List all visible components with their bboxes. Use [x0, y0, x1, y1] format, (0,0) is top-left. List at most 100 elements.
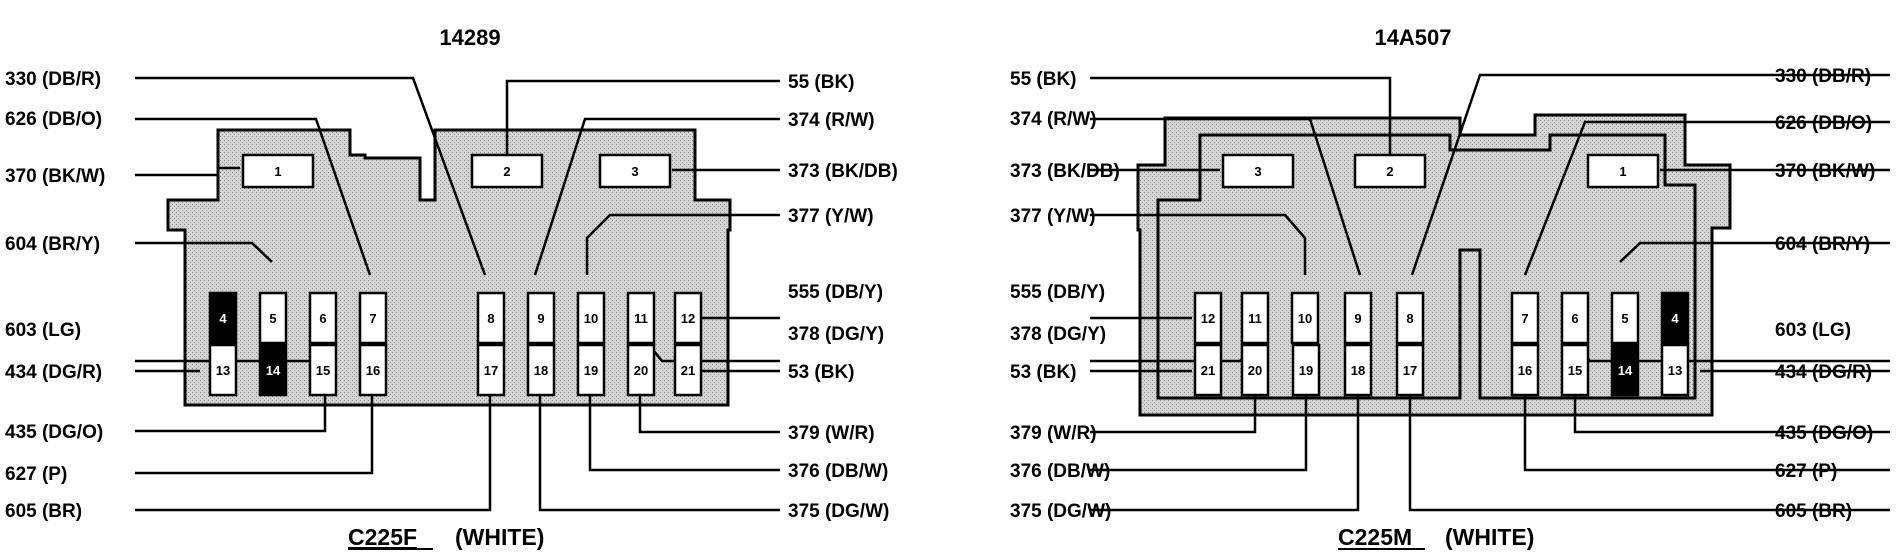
right-label-17: 605 (BR)	[1775, 501, 1852, 522]
svg-text:6: 6	[1571, 311, 1578, 326]
svg-text:1: 1	[1619, 164, 1626, 179]
right-pin-12	[1193, 291, 1223, 345]
left-pin-9	[526, 291, 556, 345]
right-pin-14	[1610, 343, 1640, 397]
svg-text:18: 18	[1351, 363, 1365, 378]
svg-text:9: 9	[537, 311, 544, 326]
right-pin-17	[1395, 343, 1425, 397]
right-pin-15	[1560, 343, 1590, 397]
left-label-5: 604 (BR/Y)	[5, 234, 100, 255]
right-label-3: 373 (BK/DB)	[1010, 161, 1120, 182]
right-pin-5	[1610, 291, 1640, 345]
svg-text:12: 12	[681, 311, 695, 326]
svg-text:21: 21	[1201, 363, 1215, 378]
right-connector: 14A507 3	[1010, 25, 1890, 550]
svg-text:5: 5	[269, 311, 276, 326]
right-label-9: 374 (R/W)	[1010, 109, 1097, 130]
left-pin-12	[673, 291, 703, 345]
right-label-2: 55 (BK)	[1010, 69, 1077, 90]
left-label-3: 373 (BK/DB)	[788, 161, 898, 182]
right-wire-19	[1090, 392, 1308, 472]
left-caption-color: (WHITE)	[455, 524, 544, 550]
svg-text:14: 14	[266, 363, 281, 378]
left-label-15: 435 (DG/O)	[5, 422, 103, 443]
left-pin-7	[358, 291, 388, 345]
svg-text:7: 7	[369, 311, 376, 326]
left-label-18: 375 (DG/W)	[788, 501, 889, 522]
svg-text:5: 5	[1621, 311, 1628, 326]
left-wire-1	[135, 166, 240, 177]
left-label-21: 53 (BK)	[788, 362, 855, 383]
right-wire-8	[1410, 73, 1890, 276]
svg-text:13: 13	[216, 363, 230, 378]
left-pin-13	[208, 343, 238, 397]
left-pin-8	[476, 291, 506, 345]
right-label-21: 53 (BK)	[1010, 362, 1077, 383]
svg-text:7: 7	[1521, 311, 1528, 326]
left-wire-17	[135, 390, 492, 512]
right-pin-9	[1343, 291, 1373, 345]
left-label-7: 626 (DB/O)	[5, 109, 102, 130]
left-caption: C225F (WHITE)	[348, 524, 544, 550]
right-label-16: 627 (P)	[1775, 461, 1837, 482]
left-pin-2	[470, 153, 544, 189]
svg-text:3: 3	[1254, 164, 1261, 179]
left-part-number: 14289	[439, 25, 500, 50]
right-pin-2	[1353, 153, 1427, 189]
right-pin-13	[1660, 343, 1690, 397]
right-label-12: 555 (DB/Y)	[1010, 282, 1105, 303]
left-wire-15	[135, 390, 327, 433]
left-label-1: 370 (BK/W)	[5, 166, 105, 187]
left-label-10: 377 (Y/W)	[788, 206, 874, 227]
svg-text:2: 2	[503, 164, 510, 179]
svg-text:18: 18	[534, 363, 548, 378]
right-wire-9	[1090, 117, 1362, 276]
right-pin-19	[1291, 343, 1321, 397]
svg-text:13: 13	[1668, 363, 1682, 378]
right-wire-5	[1619, 241, 1890, 263]
right-pin-6	[1560, 291, 1590, 345]
svg-text:4: 4	[1671, 311, 1679, 326]
left-wire-labels: 330 (DB/R) 626 (DB/O) 370 (BK/W) 604 (BR…	[5, 69, 898, 522]
svg-text:17: 17	[1403, 363, 1417, 378]
left-wire-19	[588, 390, 780, 472]
left-pin-19	[576, 343, 606, 397]
left-wire-16	[135, 390, 374, 475]
svg-text:17: 17	[484, 363, 498, 378]
svg-text:11: 11	[634, 311, 648, 326]
left-wire-5	[135, 241, 273, 263]
right-label-1: 370 (BK/W)	[1775, 161, 1875, 182]
left-wire-20	[638, 390, 780, 434]
right-wire-15	[1573, 392, 1890, 434]
svg-text:4: 4	[219, 311, 227, 326]
right-pin-4	[1660, 291, 1690, 345]
svg-text:15: 15	[316, 363, 330, 378]
left-pin-11	[626, 291, 656, 345]
left-label-16: 627 (P)	[5, 464, 67, 485]
right-pin-21	[1193, 343, 1223, 397]
right-caption-color: (WHITE)	[1445, 524, 1534, 550]
right-label-8: 330 (DB/R)	[1775, 66, 1871, 87]
right-part-number: 14A507	[1374, 25, 1451, 50]
right-wire-17	[1408, 392, 1890, 512]
right-wire-16	[1523, 392, 1890, 472]
left-label-20: 379 (W/R)	[788, 423, 875, 444]
right-pin-1	[1586, 153, 1660, 189]
right-pin-16	[1510, 343, 1540, 397]
right-wire-7	[1523, 120, 1890, 276]
svg-text:1: 1	[274, 164, 281, 179]
svg-text:2: 2	[1386, 164, 1393, 179]
right-wire-10	[1090, 213, 1307, 275]
svg-text:16: 16	[366, 363, 380, 378]
svg-text:19: 19	[584, 363, 598, 378]
right-label-5: 604 (BR/Y)	[1775, 234, 1870, 255]
left-pin-17	[476, 343, 506, 397]
left-pin-20	[626, 343, 656, 397]
left-pins: 1 2 3 4 5 6 7 8 9 10 11 12 13	[208, 153, 703, 397]
left-label-12: 555 (DB/Y)	[788, 282, 883, 303]
right-label-18: 375 (DG/W)	[1010, 501, 1111, 522]
right-label-20: 379 (W/R)	[1010, 423, 1097, 444]
left-pin-14	[258, 343, 288, 397]
right-wires	[1090, 73, 1890, 512]
